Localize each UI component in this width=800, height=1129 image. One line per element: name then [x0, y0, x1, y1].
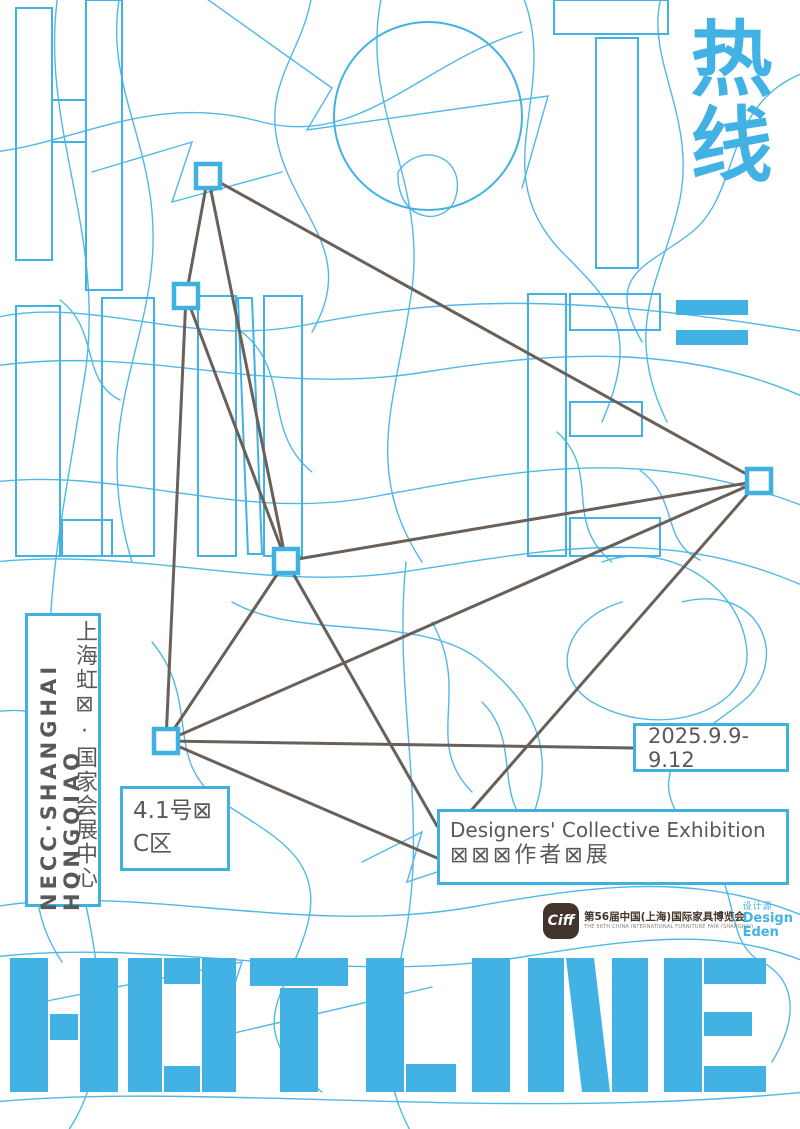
venue-box: NECC·SHANGHAI HONGQIAO 上海虹⊠·国家会展中心 — [25, 613, 101, 911]
venue-en-line1: NECC·SHANGHAI — [37, 662, 61, 911]
partner-logo: 设计源 Design Eden — [742, 901, 793, 940]
hall-line2: C区 — [133, 831, 173, 858]
exhibition-box: Designers' Collective Exhibition ⊠⊠⊠作者⊠展 — [437, 809, 789, 885]
partner-name-line1: Design — [742, 911, 793, 927]
venue-name-cn: 上海虹⊠·国家会展中心 — [72, 620, 97, 890]
fair-names: 第56届中国(上海)国际家具博览会 THE 56TH CHINA INTERNA… — [584, 911, 754, 931]
double-bar-glyph — [676, 300, 748, 345]
network-node — [171, 281, 201, 311]
exhibition-title-cn: ⊠⊠⊠作者⊠展 — [450, 843, 611, 868]
partner-name-cn: 设计源 — [742, 901, 773, 912]
network-node — [744, 466, 774, 496]
fair-logo-row: Ciff 第56届中国(上海)国际家具博览会 THE 56TH CHINA IN… — [543, 899, 793, 943]
date-text: 2025.9.9-9.12 — [648, 723, 750, 772]
ciff-logo: Ciff — [543, 903, 579, 939]
network-node — [271, 546, 301, 576]
hotline-wordmark — [10, 958, 766, 1092]
network-node — [193, 161, 223, 191]
fair-name-en: THE 56TH CHINA INTERNATIONAL FURNITURE F… — [584, 924, 754, 931]
fair-name-cn: 第56届中国(上海)国际家具博览会 — [584, 911, 745, 924]
hall-line1: 4.1号⊠ — [133, 798, 212, 824]
title-chinese: 热线 — [676, 16, 771, 188]
network-edges — [164, 174, 761, 860]
date-box: 2025.9.9-9.12 — [633, 723, 789, 772]
partner-name-line2: Eden — [742, 924, 779, 940]
ciff-logo-text: Ciff — [547, 913, 575, 929]
hall-box: 4.1号⊠ C区 — [120, 786, 230, 871]
network-node — [151, 726, 181, 756]
network-nodes — [151, 161, 774, 756]
hotline-letters — [10, 958, 766, 1092]
outline-title-hot — [15, 0, 669, 291]
exhibition-title-en: Designers' Collective Exhibition — [450, 818, 766, 842]
